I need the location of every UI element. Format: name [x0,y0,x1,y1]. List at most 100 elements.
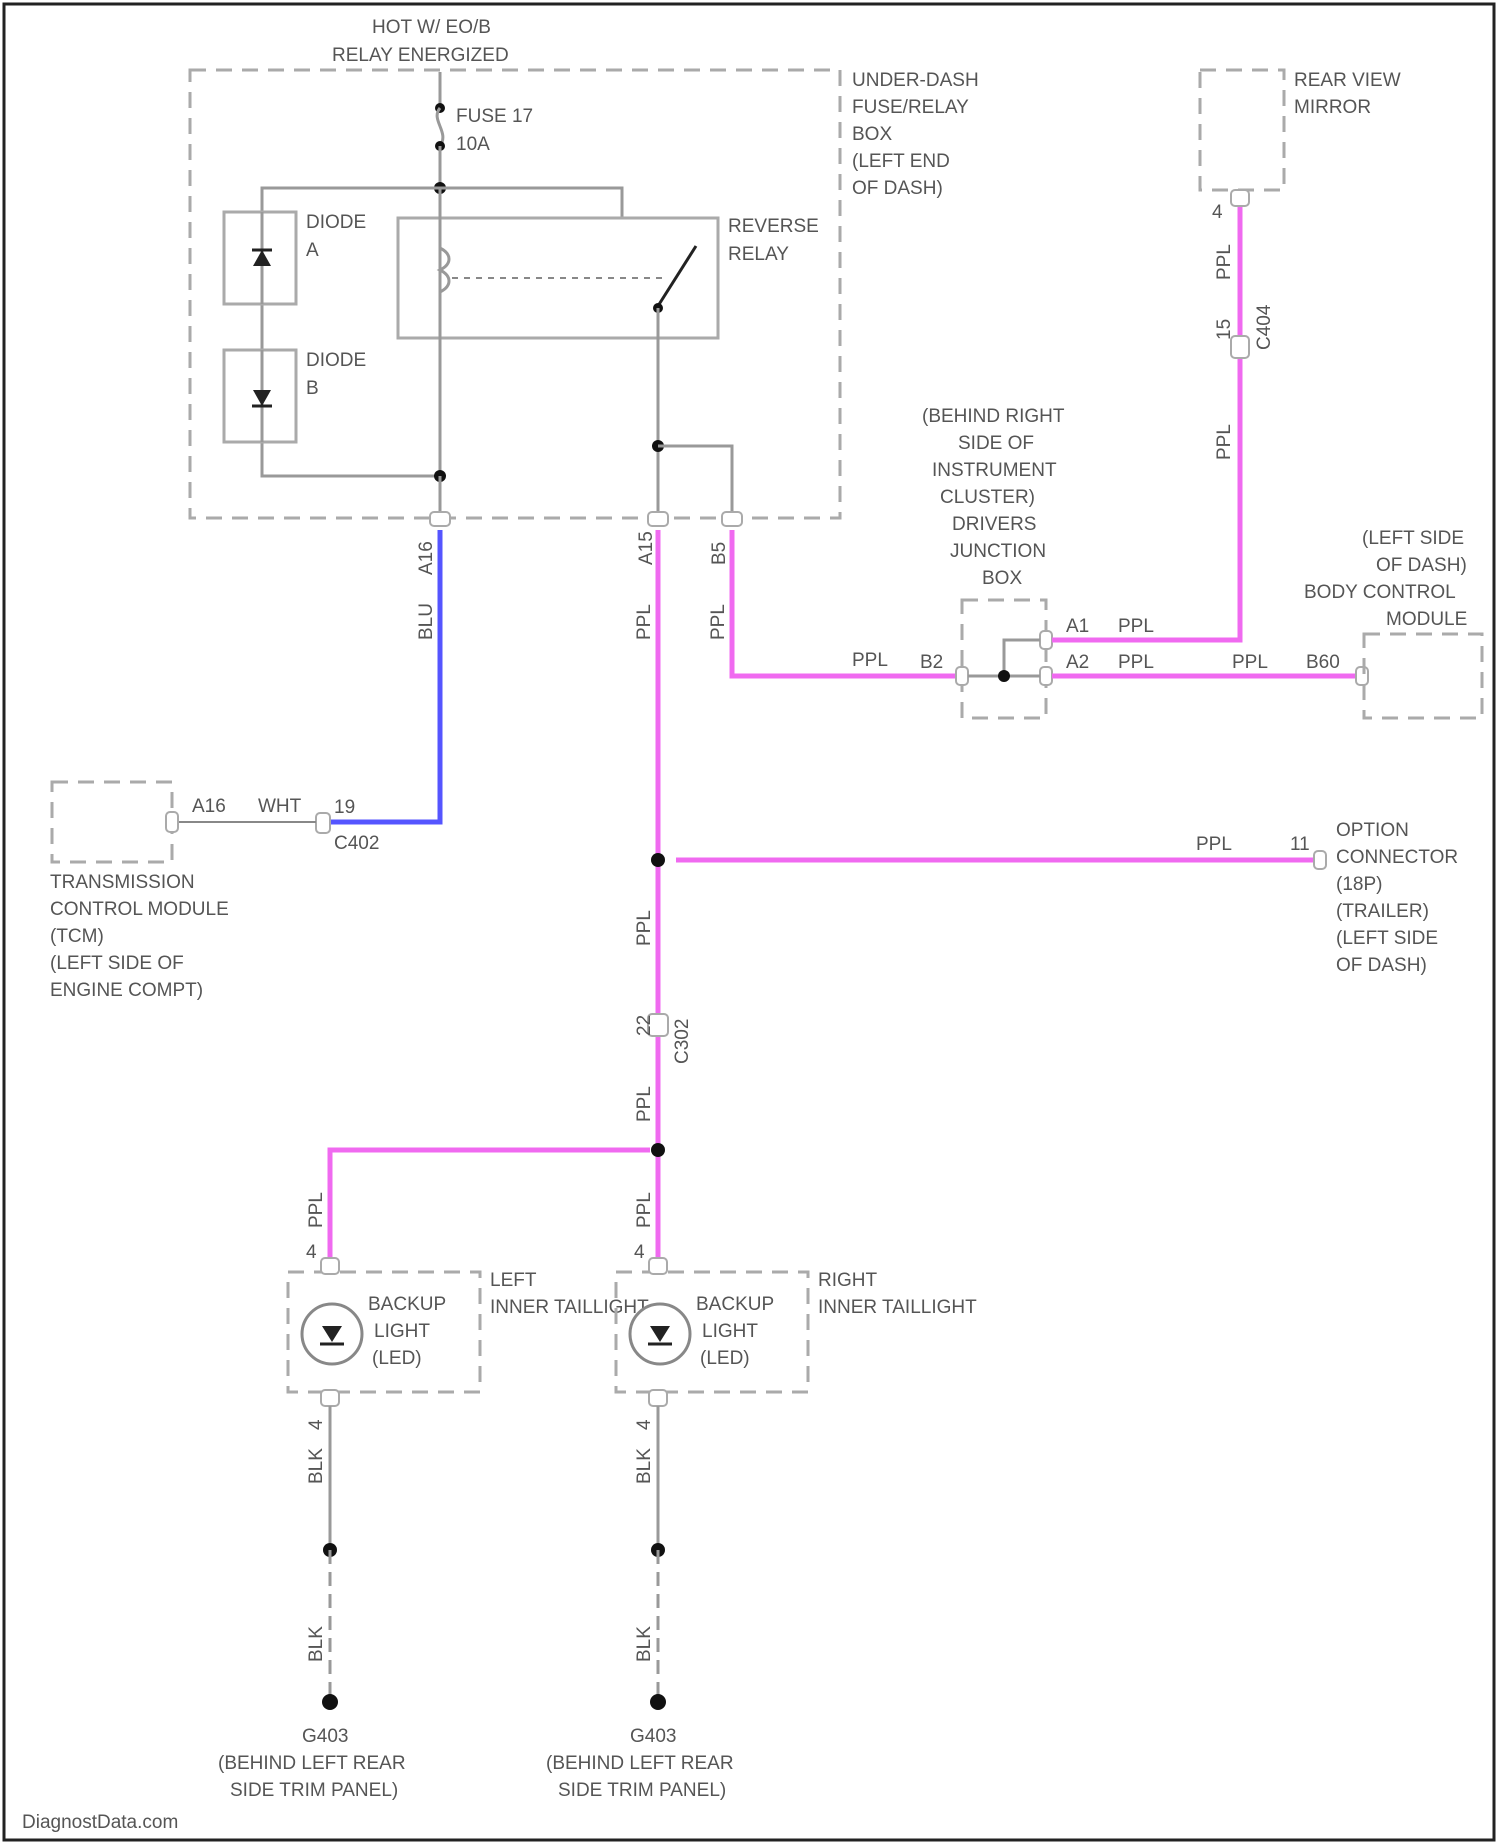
fusebox-label-line1: UNDER-DASH [852,70,979,91]
ppl-wire-mid-label: PPL [634,910,655,946]
left-backup-label-line1: BACKUP [368,1294,446,1315]
junction-internal-branch [1004,640,1040,676]
ppl-wire-option-label: PPL [1196,834,1232,855]
hot-label-line2: RELAY ENERGIZED [332,45,509,66]
right-backup-label-line2: LIGHT [702,1321,758,1342]
diode-a-label-line1: DIODE [306,212,366,233]
option-branch-junction [651,853,665,867]
option-connector-pin [1314,851,1326,869]
diode-b-label-line1: DIODE [306,350,366,371]
pin-a16-label: A16 [416,541,437,575]
option-label-line6: OF DASH) [1336,955,1427,976]
connector-a16 [430,512,450,526]
pin-4-right-top-label: 4 [634,1242,645,1263]
left-taillight-label-line1: LEFT [490,1270,537,1291]
bcm-label-line2: OF DASH) [1376,555,1467,576]
pin-11-label: 11 [1290,834,1310,855]
left-backup-label-line3: (LED) [372,1348,422,1369]
option-label-line2: CONNECTOR [1336,847,1458,868]
blk-left-lower-label: BLK [306,1626,327,1662]
diode-a-label-line2: A [306,240,319,261]
pin-4-left-top-label: 4 [306,1242,317,1263]
tcm-connector [166,812,178,832]
blk-right-lower-label: BLK [634,1626,655,1662]
mirror-connector [1231,190,1249,206]
blk-right-upper-label: BLK [634,1448,655,1484]
option-label-line1: OPTION [1336,820,1409,841]
right-backup-label-line3: (LED) [700,1348,750,1369]
rear-view-mirror-box [1200,70,1284,190]
reverse-relay-label-line1: REVERSE [728,216,819,237]
pin-a1-label: A1 [1066,616,1089,637]
taillight-split-junction [651,1143,665,1157]
ppl-wire-b5-label: PPL [708,604,729,640]
pin-15-label: 15 [1214,319,1235,340]
bcm-label-line4: MODULE [1386,609,1467,630]
fusebox-label-line3: BOX [852,124,892,145]
junction-label-line6: JUNCTION [950,541,1046,562]
left-taillight-label-line2: INNER TAILLIGHT [490,1297,649,1318]
ppl-wire-lower-label: PPL [634,1086,655,1122]
pin-4-mirror-label: 4 [1212,202,1223,223]
reverse-relay-label-line2: RELAY [728,244,789,265]
junction-label-line3: INSTRUMENT [932,460,1057,481]
ppl-wire-a1-label: PPL [1118,616,1154,637]
left-ground-label-line3: SIDE TRIM PANEL) [230,1780,398,1801]
bcm-connector [1356,667,1368,685]
pin-b2-label: B2 [920,652,943,673]
ppl-wire-a15-label: PPL [634,604,655,640]
wht-wire-label: WHT [258,796,302,817]
ppl-wire-a1-to-mirror [1052,206,1240,640]
blk-left-upper-label: BLK [306,1448,327,1484]
right-ground-label-line3: SIDE TRIM PANEL) [558,1780,726,1801]
connector-b5 [722,512,742,526]
tcm-label-line5: ENGINE COMPT) [50,980,203,1001]
bcm-label-line1: (LEFT SIDE [1362,528,1464,549]
option-label-line3: (18P) [1336,874,1382,895]
fusebox-label-line4: (LEFT END [852,151,950,172]
ppl-wire-a2-label: PPL [1118,652,1154,673]
pin-a2-label: A2 [1066,652,1089,673]
pin-a16-tcm-label: A16 [192,796,226,817]
left-taillight-conn-top [321,1258,339,1274]
left-ground-icon [322,1694,338,1710]
ppl-wire-mirror-lower-label: PPL [1214,424,1235,460]
tcm-label-line2: CONTROL MODULE [50,899,229,920]
junction-label-line4: CLUSTER) [940,487,1035,508]
fuse-17-symbol [437,108,443,146]
connector-c402 [316,813,330,833]
pin-b60-label: B60 [1306,652,1340,673]
tcm-label-line4: (LEFT SIDE OF [50,953,184,974]
right-backup-label-line1: BACKUP [696,1294,774,1315]
blu-wire-label: BLU [416,603,437,640]
pin-22-label: 22 [634,1015,655,1036]
ppl-wire-right-label: PPL [634,1192,655,1228]
watermark: DiagnostData.com [22,1812,178,1833]
junction-label-line2: SIDE OF [958,433,1034,454]
right-taillight-conn-top [649,1258,667,1274]
bcm-label-line3: BODY CONTROL [1304,582,1456,603]
fusebox-label-line5: OF DASH) [852,178,943,199]
c302-label: C302 [672,1019,693,1064]
option-label-line4: (TRAILER) [1336,901,1429,922]
right-ground-label-line1: G403 [630,1726,676,1747]
c404-label: C404 [1254,304,1275,350]
pin-b5-label: B5 [709,542,730,565]
right-taillight-label-line1: RIGHT [818,1270,878,1291]
pin-4-right-bottom-label: 4 [634,1419,655,1430]
junction-label-line1: (BEHIND RIGHT [922,406,1065,427]
ppl-wire-bcm-label: PPL [1232,652,1268,673]
left-ground-label-line2: (BEHIND LEFT REAR [218,1753,406,1774]
right-ground-icon [650,1694,666,1710]
hot-label-line1: HOT W/ EO/B [372,17,491,38]
pin-4-left-bottom-label: 4 [306,1419,327,1430]
ppl-wire-to-left-taillight [330,1150,650,1258]
c402-label: C402 [334,833,379,854]
junction-label-line7: BOX [982,568,1022,589]
tcm-box [52,782,172,862]
right-taillight-label-line2: INNER TAILLIGHT [818,1297,977,1318]
ppl-wire-mirror-upper-label: PPL [1214,244,1235,280]
relay-output-branch-wire [658,446,732,516]
body-control-module-box [1364,634,1482,718]
